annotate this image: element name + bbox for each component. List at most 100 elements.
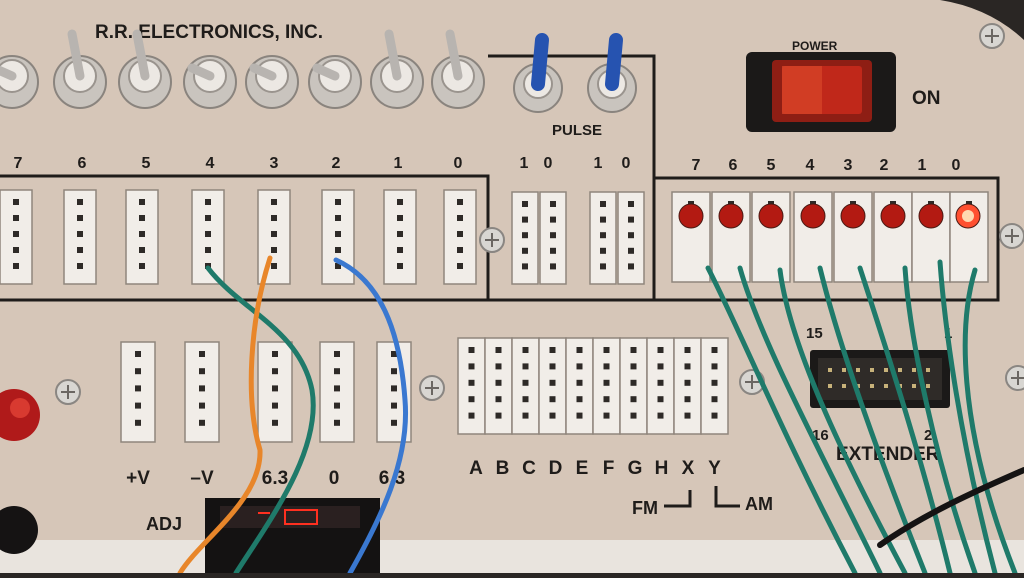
led-1 [718,203,744,229]
toggle-switch-1[interactable] [53,29,107,109]
switch-number-7: 0 [454,155,463,172]
led-2 [758,203,784,229]
switch-number-4: 3 [270,155,279,172]
power-switch[interactable] [746,52,896,132]
led-number-0: 7 [692,157,701,174]
pulse-output-socket-1[interactable] [539,191,567,285]
logic-label-4: E [576,458,589,479]
led-4 [840,203,866,229]
logic-label-8: X [682,458,695,479]
logic-socket-5[interactable] [592,337,621,435]
pulse-switch-row [513,33,637,113]
switch-number-2: 5 [142,155,151,172]
pulse-output-socket-0[interactable] [511,191,539,285]
logic-label-3: D [549,458,563,479]
pulse-output-socket-3[interactable] [617,191,645,285]
extender-pin-2: 2 [924,427,932,444]
power-rail-socket-0[interactable] [120,341,156,443]
digital-display [205,498,380,573]
led-0 [678,203,704,229]
rail-label-0: +V [126,468,150,489]
power-on-label: ON [912,88,941,109]
toggle-switch-row [0,29,485,109]
led-7-glow [962,210,974,222]
logic-socket-3[interactable] [538,337,567,435]
toggle-switch-4[interactable] [245,55,299,109]
switch-output-socket-1[interactable] [63,189,97,285]
extender-pin-15: 15 [806,325,823,342]
switch-output-socket-0[interactable] [0,189,33,285]
led-number-2: 5 [767,157,776,174]
logic-label-0: A [469,458,483,479]
power-rail-socket-3[interactable] [319,341,355,443]
switch-number-3: 4 [206,155,215,172]
logic-socket-9[interactable] [700,337,729,435]
pulse-number-3: 0 [622,155,631,172]
switch-number-0: 7 [14,155,23,172]
logic-socket-0[interactable] [457,337,486,435]
led-number-1: 6 [729,157,738,174]
pulse-output-socket-2[interactable] [589,191,617,285]
jumper-wires [177,255,1024,576]
power-rail-socket-2[interactable] [257,341,293,443]
logic-socket-2[interactable] [511,337,540,435]
switch-number-6: 1 [394,155,403,172]
logic-label-7: H [655,458,669,479]
pulse-switch-1[interactable] [587,33,637,113]
socket-strips [0,189,989,443]
pulse-switch-0[interactable] [513,33,563,113]
led-6 [918,203,944,229]
toggle-switch-5[interactable] [308,55,362,109]
logic-socket-7[interactable] [646,337,675,435]
extender-pins [828,368,930,388]
switch-number-5: 2 [332,155,341,172]
logic-label-9: Y [708,458,721,479]
toggle-switch-7[interactable] [431,29,485,109]
led-number-4: 3 [844,157,853,174]
manufacturer-label: R.R. ELECTRONICS, INC. [95,22,323,43]
led-indicator-row [678,203,981,229]
switch-number-1: 6 [78,155,87,172]
logic-label-1: B [496,458,510,479]
switch-output-socket-7[interactable] [443,189,477,285]
panel-corner [940,0,1024,40]
led-number-5: 2 [880,157,889,174]
extender-label: EXTENDER [836,444,940,465]
fm-label: FM [632,498,658,518]
toggle-switch-3[interactable] [183,55,237,109]
adj-label: ADJ [146,514,182,534]
led-5 [880,203,906,229]
rail-label-2: 6.3 [262,468,288,489]
logic-socket-1[interactable] [484,337,513,435]
extender-connector[interactable] [810,350,950,408]
pulse-number-0: 1 [520,155,529,172]
led-3 [800,203,826,229]
power-rail-socket-1[interactable] [184,341,220,443]
power-label: POWER [792,39,838,53]
fm-am-brackets [664,486,740,508]
panel-screws [55,23,1024,405]
pulse-number-2: 1 [594,155,603,172]
binding-posts [0,389,40,554]
switch-output-socket-2[interactable] [125,189,159,285]
logic-socket-4[interactable] [565,337,594,435]
led-number-3: 4 [806,157,815,174]
toggle-switch-2[interactable] [118,29,172,109]
rail-label-1: –V [190,468,214,489]
logic-socket-6[interactable] [619,337,648,435]
led-number-6: 1 [918,157,927,174]
toggle-switch-0[interactable] [0,55,39,109]
logic-socket-8[interactable] [673,337,702,435]
pulse-label: PULSE [552,122,602,139]
rail-label-3: 0 [329,468,340,489]
pulse-number-1: 0 [544,155,553,172]
switch-output-socket-6[interactable] [383,189,417,285]
led-number-7: 0 [952,157,961,174]
am-label: AM [745,494,773,514]
switch-output-socket-4[interactable] [257,189,291,285]
toggle-switch-6[interactable] [370,29,424,109]
